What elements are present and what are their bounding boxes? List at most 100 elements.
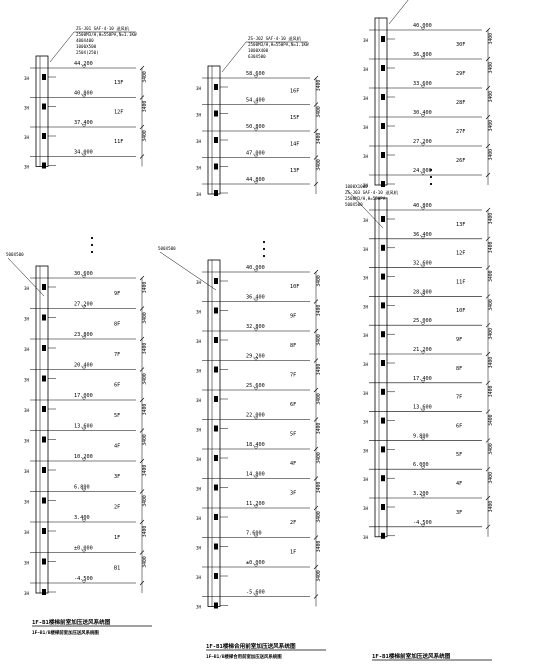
duct-note: ZS-J03 SAF-4-10 送风机: [345, 189, 399, 196]
storey-height: 3400: [316, 133, 322, 145]
elevation-label: 27.200: [413, 139, 432, 145]
elevation-label: 34.000: [74, 150, 93, 156]
storey-height: 3400: [142, 465, 148, 477]
air-outlet: [42, 528, 46, 534]
duct-note: 500X500: [6, 252, 24, 257]
air-outlet: [381, 532, 385, 539]
air-outlet: [214, 366, 218, 373]
elevation-label: 9.800: [413, 433, 429, 439]
leader-line: [388, 0, 409, 25]
outlet-tag: 3H: [24, 591, 30, 596]
outlet-tag: 3H: [363, 362, 369, 367]
elevation-marker: [253, 75, 259, 79]
elevation-label: 17.000: [74, 393, 93, 399]
outlet-tag: 3H: [363, 67, 369, 72]
dimension-tick: [313, 446, 319, 452]
elevation-marker: [420, 380, 426, 384]
floor-label: 3F: [114, 474, 120, 480]
floor-label: 3F: [290, 491, 296, 497]
elevation-label: 47.000: [246, 151, 265, 157]
air-outlet: [214, 278, 218, 284]
continuation-dot: [429, 182, 433, 186]
outlet-tag: 3H: [24, 317, 30, 322]
outlet-tag: 3H: [196, 192, 202, 197]
dimension-tick: [485, 294, 491, 299]
storey-height: 3400: [488, 242, 494, 254]
elevation-marker: [253, 101, 259, 105]
floor-label: 2F: [114, 504, 120, 510]
elevation-marker: [81, 275, 87, 279]
dimension-tick: [313, 594, 319, 599]
air-outlet: [42, 558, 46, 565]
floor-label: 3F: [456, 510, 462, 516]
diagram-title: 1F-B1楼梯前室加压送风系统图: [372, 652, 451, 660]
elevation-marker: [420, 495, 426, 499]
outlet-tag: 3H: [196, 310, 202, 315]
elevation-label: 30.400: [413, 110, 432, 116]
storey-height: 3400: [142, 101, 148, 113]
air-outlet: [214, 137, 218, 143]
outlet-tag: 3H: [196, 428, 202, 433]
elevation-marker: [253, 154, 259, 158]
dimension-tick: [313, 328, 319, 334]
air-outlet: [214, 514, 218, 520]
air-outlet: [214, 573, 218, 579]
elevation-marker: [253, 387, 259, 391]
storey-height: 3400: [142, 130, 148, 142]
elevation-label: 17.400: [413, 376, 432, 382]
elevation-label: 30.600: [74, 271, 93, 277]
duct-note: 2500M3/H,H=550PA: [345, 196, 386, 201]
storey-height: 3400: [142, 556, 148, 568]
air-outlet: [381, 302, 385, 309]
continuation-dot: [90, 250, 94, 254]
air-outlet: [381, 504, 385, 510]
air-outlet: [42, 103, 46, 110]
elevation-label: 20.400: [74, 363, 93, 369]
continuation-dot: [90, 243, 94, 247]
dimension-tick: [485, 27, 491, 33]
floor-label: 7F: [456, 395, 462, 401]
outlet-tag: 3H: [196, 86, 202, 91]
floor-label: 8F: [290, 343, 296, 349]
storey-height: 3400: [488, 443, 494, 455]
elevation-label: 18.400: [246, 442, 265, 448]
storey-height: 3400: [142, 495, 148, 507]
air-outlet: [214, 163, 218, 170]
diagram-subtitle: 1F~B1/B楼梯合用前室加压送风系统图: [206, 653, 282, 660]
elevation-label: 13.600: [74, 424, 93, 430]
elevation-label: 27.200: [74, 302, 93, 308]
dimension-tick: [485, 466, 491, 472]
duct-note: 500X500: [158, 246, 176, 251]
storey-height: 3400: [316, 393, 322, 405]
storey-height: 3400: [488, 213, 494, 225]
elevation-marker: [253, 593, 259, 597]
outlet-tag: 3H: [24, 347, 30, 352]
outlet-tag: 3H: [363, 448, 369, 453]
outlet-tag: 3H: [24, 106, 30, 111]
air-outlet: [42, 74, 46, 80]
air-outlet: [381, 388, 385, 395]
elevation-marker: [420, 408, 426, 412]
leader-line: [49, 31, 136, 63]
outlet-tag: 3H: [24, 76, 30, 81]
fan-note: 630X500: [248, 54, 266, 59]
floor-label: 6F: [456, 423, 462, 429]
dimension-tick: [139, 397, 145, 403]
dimension-tick: [313, 535, 319, 540]
elevation-label: ±0.000: [74, 546, 93, 552]
elevation-marker: [253, 128, 259, 132]
storey-height: 3400: [316, 334, 322, 346]
leader-line: [159, 251, 217, 291]
floor-label: 1F: [114, 535, 120, 541]
floor-label: 9F: [456, 337, 462, 343]
air-outlet: [381, 417, 385, 424]
elevation-label: 24.000: [413, 168, 432, 174]
dimension-tick: [313, 417, 319, 422]
elevation-label: 10.200: [74, 454, 93, 460]
dimension-tick: [139, 367, 145, 372]
floor-label: 7F: [114, 352, 120, 358]
elevation-label: -4.500: [74, 576, 93, 582]
